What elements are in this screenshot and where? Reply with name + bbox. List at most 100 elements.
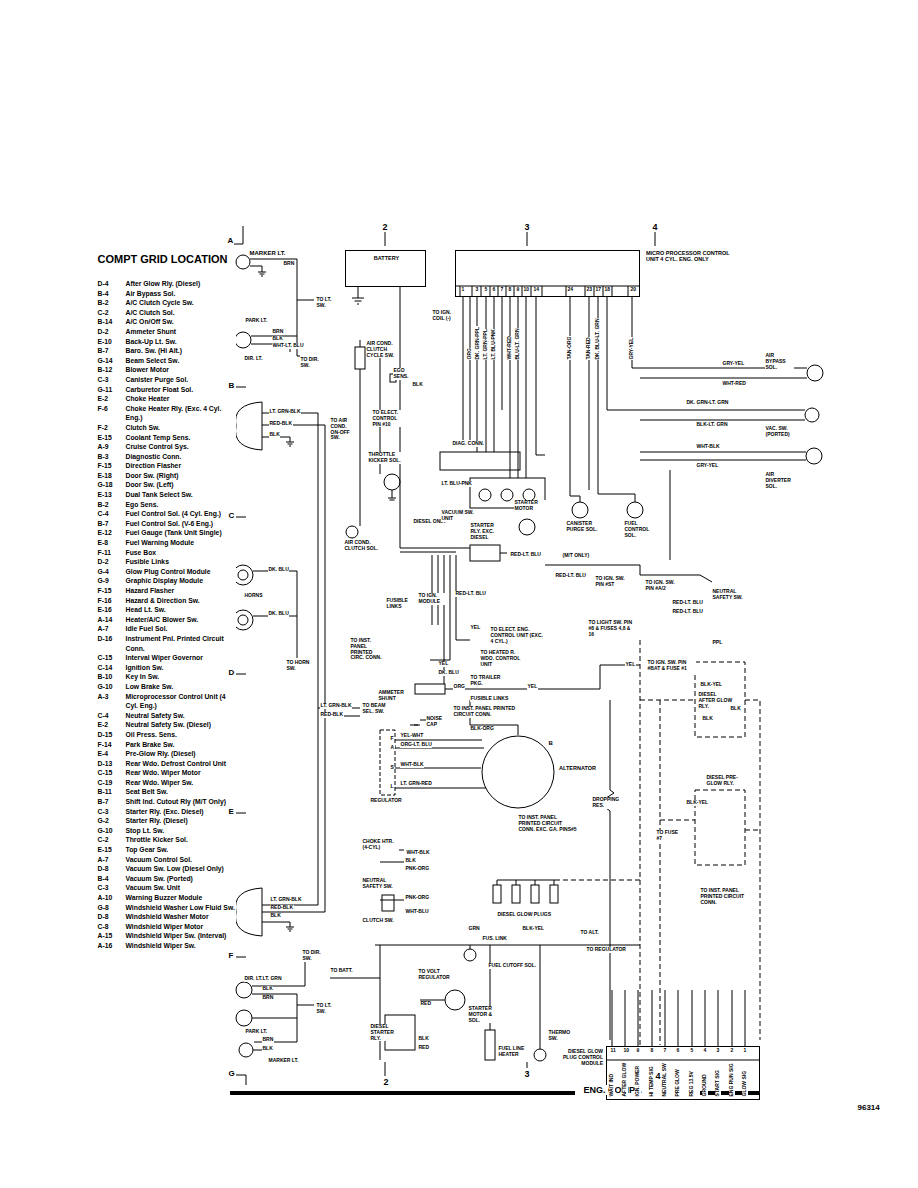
diagram-label: BLK — [405, 858, 416, 864]
grid-component: Windshield Washer Low Fluid Sw. — [125, 903, 236, 913]
grid-code: C-15 — [97, 653, 113, 663]
grid-code: A-10 — [97, 893, 113, 903]
grid-component: Ignition Sw. — [125, 663, 236, 673]
diagram-label: 3 — [524, 222, 530, 232]
grid-component: Hazard Flasher — [125, 586, 236, 596]
diagram-label: YEL-WHT — [400, 733, 424, 739]
diagram-label: YEL — [438, 661, 449, 667]
diagram-label: 3 — [475, 287, 479, 293]
wire-color-label: ORG — [467, 348, 473, 360]
diagram-label: 1 — [461, 287, 465, 293]
grid-code: C-4 — [97, 711, 109, 721]
grid-component: Fuel Warning Module — [125, 538, 236, 548]
diagram-label: LT. GRN-RED — [400, 781, 432, 787]
grid-component: Rear Wdo. Defrost Control Unit — [125, 759, 236, 769]
diagram-label: TO IGN. SW. PIN #A/2 — [645, 580, 684, 592]
diagram-label: WHT-BLK — [696, 444, 720, 450]
diagram-label: WHT-BLK — [406, 850, 430, 856]
grid-code: G-14 — [97, 356, 113, 366]
grid-code: B-7 — [97, 519, 109, 529]
diagram-label: D — [228, 668, 235, 677]
diagram-label: YEL — [625, 662, 636, 668]
grid-component: Instrument Pnl. Printed Circuit Conn. — [125, 634, 236, 653]
grid-component: Vacuum Sw. Unit — [125, 883, 236, 893]
grid-component: Neutral Safety Sw. (Diesel) — [125, 720, 236, 730]
grid-component: Dual Tank Select Sw. — [125, 490, 236, 500]
grid-component: Shift Ind. Cutout Rly (M/T Only) — [125, 797, 236, 807]
diagram-label: TO INST. PANEL PRINTED CIRCUIT CONN. — [700, 888, 745, 905]
grid-code: B-10 — [97, 672, 113, 682]
diagram-label: S — [390, 765, 394, 771]
diagram-label: GRY-YEL — [722, 361, 745, 367]
grid-code: E-8 — [97, 538, 109, 548]
diagram-label: TO DIR. SW. — [300, 357, 325, 369]
diagram-label: PARK LT. — [245, 1029, 268, 1035]
grid-code: C-19 — [97, 778, 113, 788]
grid-code: C-4 — [97, 509, 109, 519]
grid-code: F-14 — [97, 740, 112, 750]
grid-title: COMPT GRID LOCATION — [97, 253, 228, 266]
diagram-label: 2 — [382, 222, 388, 232]
diagram-label: AIR COND. CLUTCH CYCLE SW. — [366, 341, 399, 358]
grid-component: Glow Plug Control Module — [125, 567, 236, 577]
grid-code: C-8 — [97, 922, 109, 932]
grid-component: Beam Select Sw. — [125, 356, 236, 366]
grid-component: Interval Wiper Governor — [125, 653, 236, 663]
diagram-label: DIESEL AFTER GLOW RLY. — [698, 692, 733, 709]
grid-component: Ego Sens. — [125, 500, 236, 510]
diagram-label: FUEL CUTOFF SOL. — [488, 963, 537, 969]
grid-code: C-14 — [97, 663, 113, 673]
grid-code: E-10 — [97, 337, 112, 347]
diagram-label: YEL — [527, 684, 538, 690]
alternator-circle: ALTERNATOR — [481, 735, 555, 809]
diagram-label: BRN — [262, 995, 274, 1001]
diagram-label: RED — [418, 1045, 430, 1051]
diagram-label: F — [390, 736, 394, 742]
grid-component: Rear Wdo. Wiper Motor — [125, 768, 236, 778]
diagram-label: RED-LT. BLU — [672, 600, 703, 606]
grid-code: D-15 — [97, 730, 113, 740]
grid-code: G-10 — [97, 826, 113, 836]
diagram-label: GRY-YEL — [696, 463, 719, 469]
diagram-label: TO REGULATOR — [586, 947, 626, 953]
diagram-label: BLK-YEL — [700, 682, 723, 688]
diagram-label: RED — [420, 1001, 432, 1007]
grid-code: D-16 — [97, 634, 113, 644]
grid-component: Back-Up Lt. Sw. — [125, 337, 236, 347]
grid-code: F-6 — [97, 404, 108, 414]
diagram-label: PPL — [712, 640, 723, 646]
diagram-label: BLK — [272, 336, 283, 342]
diagram-label: 8 — [508, 287, 512, 293]
diagram-label: DK. BLU — [268, 611, 289, 617]
diagram-label: 7 — [500, 287, 504, 293]
diagram-label: TO INST. PANEL PRINTED CIRC. CONN. — [350, 638, 385, 661]
diagram-label: TO INST. PANEL PRINTED CIRCUIT CONN. — [453, 706, 528, 718]
diagram-label: AIR COND. CLUTCH SOL. — [344, 540, 379, 552]
grid-code: B-4 — [97, 874, 109, 884]
diagram-label: 3 — [716, 1048, 720, 1054]
diagram-label: B — [228, 381, 235, 390]
grid-component: A/C Clutch Cycle Sw. — [125, 298, 236, 308]
diagram-label: PNK-ORG — [405, 895, 430, 901]
diagram-label: FUSIBLE LINKS — [470, 696, 509, 702]
diagram-label: MARKER LT. — [249, 250, 286, 257]
grid-code: C-3 — [97, 375, 109, 385]
grid-code: A-14 — [97, 615, 113, 625]
wire-color-label: NEUTRAL SW — [662, 1063, 668, 1097]
diagram-label: TO BATT. — [330, 968, 353, 974]
grid-component: Blower Motor — [125, 365, 236, 375]
diagram-label: 23 — [586, 287, 593, 293]
diagram-label: DIESEL PRE-GLOW RLY. — [706, 775, 741, 787]
diagram-label: BLK — [270, 913, 281, 919]
grid-component: Door Sw. (Left) — [125, 480, 236, 490]
grid-code: B-3 — [97, 452, 109, 462]
grid-component: Heater/A/C Blower Sw. — [125, 615, 236, 625]
diagram-label: DROPPING RES. — [592, 797, 621, 809]
diagram-label: 7 — [663, 1048, 667, 1054]
grid-component: Windshield Wiper Sw. (Interval) — [125, 931, 236, 941]
diagram-label: PARK LT. — [245, 318, 268, 324]
diagram-label: BLK-ORG — [470, 726, 494, 732]
diagram-label: F — [228, 951, 234, 960]
diagram-label: RED-LT. BLU — [510, 552, 541, 558]
diagram-label: LT. GRN-BLK — [320, 703, 352, 709]
